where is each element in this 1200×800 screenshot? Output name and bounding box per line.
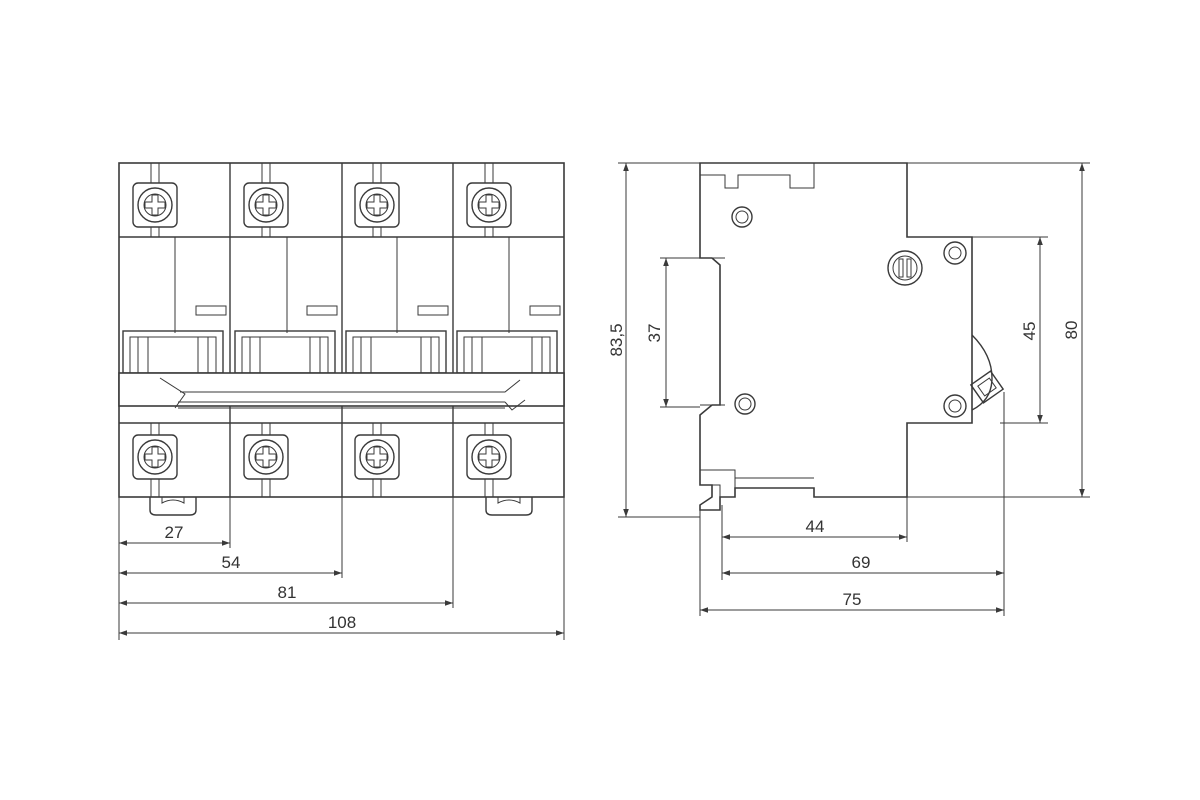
rivet-icon bbox=[943, 241, 967, 265]
terminal-screw-icon bbox=[354, 162, 400, 238]
adjustment-screw-icon bbox=[887, 250, 923, 286]
dimension-label: 81 bbox=[278, 583, 297, 602]
terminal-screw-icon bbox=[243, 422, 289, 498]
dimension-label: 75 bbox=[843, 590, 862, 609]
handle-icon bbox=[969, 334, 1005, 411]
terminal-screw-icon bbox=[466, 162, 512, 238]
side-housing bbox=[699, 162, 973, 511]
indicator-window bbox=[306, 305, 338, 316]
indicator-window bbox=[417, 305, 449, 316]
dimension-label: 80 bbox=[1062, 321, 1081, 340]
side-dimensions: 83,5 37 45 80 44 69 75 bbox=[607, 162, 1090, 616]
front-dimensions: 27 54 81 108 bbox=[118, 497, 565, 640]
terminal-screw-icon bbox=[354, 422, 400, 498]
dimension-label: 45 bbox=[1020, 322, 1039, 341]
side-view bbox=[699, 162, 1005, 511]
dimension-label: 27 bbox=[165, 523, 184, 542]
dimension-label: 69 bbox=[852, 553, 871, 572]
terminal-screw-icon bbox=[466, 422, 512, 498]
din-clip-icon bbox=[485, 497, 533, 516]
dimension-label: 83,5 bbox=[607, 323, 626, 356]
indicator-window bbox=[529, 305, 561, 316]
tie-bar bbox=[118, 372, 565, 411]
terminal-screw-icon bbox=[132, 162, 178, 238]
din-clip-icon bbox=[149, 497, 197, 516]
bottom-terminals bbox=[132, 422, 512, 498]
indicator-window bbox=[195, 305, 227, 316]
dimension-label: 37 bbox=[645, 324, 664, 343]
dimension-label: 44 bbox=[806, 517, 825, 536]
top-terminals bbox=[132, 162, 512, 238]
terminal-screw-icon bbox=[243, 162, 289, 238]
rivet-icon bbox=[734, 393, 756, 415]
dimension-label: 54 bbox=[222, 553, 241, 572]
front-view bbox=[118, 162, 565, 516]
rivet-icon bbox=[731, 206, 753, 228]
rivet-icon bbox=[943, 394, 967, 418]
terminal-screw-icon bbox=[132, 422, 178, 498]
dimension-label: 108 bbox=[328, 613, 356, 632]
